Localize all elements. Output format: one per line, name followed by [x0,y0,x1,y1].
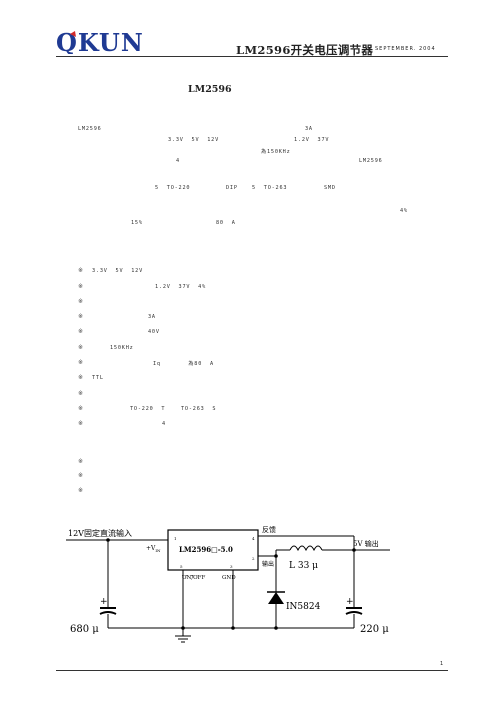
logo-accent-icon [70,31,76,37]
pin-4-label: 4 [252,536,255,541]
feature-bullet: ※ [78,313,84,320]
intro-text: LM2596 [359,158,383,164]
feature-text: TO-220 T TO-263 S [130,406,217,412]
page-number: 1 [440,661,444,667]
section-title: LM2596 [188,84,232,95]
feature-text: 40V [148,329,160,335]
document-title: LM2596开关电压调节器 [236,43,374,57]
cin-value-label: 680 μ [70,624,99,635]
header-divider [56,56,448,57]
intro-text: 3A [305,126,313,132]
lm2596-chip-box [167,529,259,571]
application-bullet: ※ [78,472,84,479]
intro-text: 15% [131,220,143,226]
feature-bullet: ※ [78,344,84,351]
intro-text: 4 [176,158,180,164]
inductor-label: L 33 μ [289,561,318,571]
cin-plus-sign: + [100,597,108,607]
output-label: 5V 输出 [353,539,379,548]
circuit-schematic: 12V固定直流输入 +VIN 1 LM2596□-5.0 4 2 5 3 ON/… [66,525,390,643]
intro-text: SMD [324,185,336,191]
feature-bullet: ※ [78,267,84,274]
intro-text: 1.2V 37V [294,137,330,143]
junction-dot [181,626,185,630]
cout-plus-sign: + [346,597,354,607]
pin-5-label: 5 [180,564,183,569]
gnd-label: GND [222,575,236,581]
cout-value-label: 220 μ [360,624,389,635]
feature-text: 1.2V 37V 4% [155,284,207,290]
application-bullet: ※ [78,458,84,465]
intro-text: 3.3V 5V 12V [168,137,220,143]
intro-text: 為150KHz [261,149,291,155]
chip-label: LM2596□-5.0 [179,545,233,554]
typical-application-circuit: 12V固定直流输入 +VIN 1 LM2596□-5.0 4 2 5 3 ON/… [58,520,398,650]
feature-text: 3A [148,314,156,320]
feature-text: 4 [162,421,166,427]
junction-dot [274,626,278,630]
qkun-logo-graphic: QKUN [56,28,144,57]
document-date: SEPTEMBER. 2004 [375,46,436,52]
pin-3-label: 3 [230,564,233,569]
cin-plate-bottom [99,611,117,615]
pin-1-label: 1 [174,536,177,541]
feature-bullet: ※ [78,374,84,381]
vin-label: +VIN [146,545,161,553]
junction-dot [231,626,235,630]
feature-bullet: ※ [78,390,84,397]
intro-text: 4% [400,208,408,214]
logo-text: QKUN [56,30,144,54]
schottky-diode-icon [268,592,284,604]
diode-label: IN5824 [286,602,321,612]
feature-bullet: ※ [78,359,84,366]
pin-2-label: 2 [252,556,255,561]
junction-dot [106,538,110,542]
feature-bullet: ※ [78,298,84,305]
feature-text: 3.3V 5V 12V [92,268,144,274]
onoff-label: ON/OFF [182,575,205,581]
input-label: 12V固定直流输入 [68,528,132,538]
feature-text: 150KHz [110,345,134,351]
feature-bullet: ※ [78,420,84,427]
junction-dot [352,548,356,552]
feature-text: TTL [92,375,104,381]
feature-bullet: ※ [78,283,84,290]
company-logo: QKUN [56,28,156,57]
inductor-coil [289,545,323,552]
intro-text: 80 A [216,220,236,226]
feature-bullet: ※ [78,405,84,412]
cout-plate-bottom [345,611,363,615]
junction-dot [274,554,278,558]
intro-text: DIP [226,185,238,191]
intro-text: 5 TO-263 [252,185,288,191]
intro-text: LM2596 [78,126,102,132]
footer-divider [56,670,448,671]
intro-text: 5 TO-220 [155,185,191,191]
feature-bullet: ※ [78,328,84,335]
application-bullet: ※ [78,487,84,494]
output-pin-label: 输出 [262,560,274,568]
feedback-label: 反馈 [262,525,276,534]
feature-text: Iq 為80 A [153,361,214,367]
